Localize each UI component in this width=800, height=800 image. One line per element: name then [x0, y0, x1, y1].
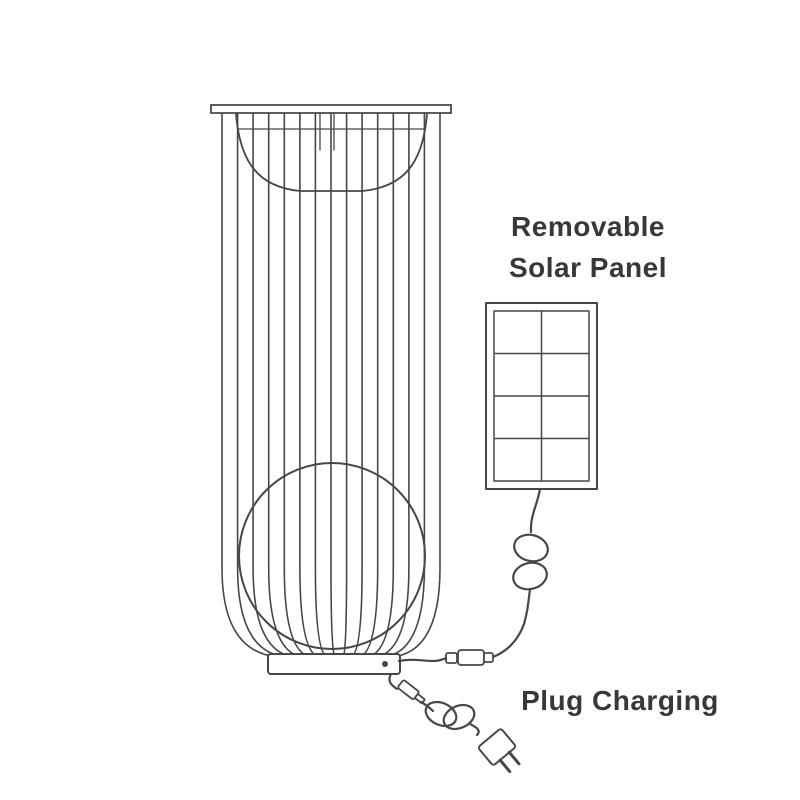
plug-cable-illustration — [388, 672, 521, 774]
solar-label-line1: Removable — [511, 211, 665, 242]
plug-charging-label: Plug Charging — [521, 685, 719, 716]
wall-plug-icon — [478, 728, 521, 774]
solar-panel-illustration — [485, 302, 598, 490]
cage-top-rim — [210, 104, 452, 114]
lamp-base — [267, 653, 401, 675]
solar-panel-holder-bowl — [235, 112, 428, 192]
solar-label-line2: Solar Panel — [508, 252, 667, 283]
lamp-cage-illustration — [210, 104, 452, 675]
charging-jack-icon — [397, 679, 426, 704]
solar-cable-illustration — [397, 487, 549, 666]
dc-connector-icon — [445, 649, 494, 666]
removable-solar-panel-label: Removable Solar Panel — [468, 206, 708, 288]
